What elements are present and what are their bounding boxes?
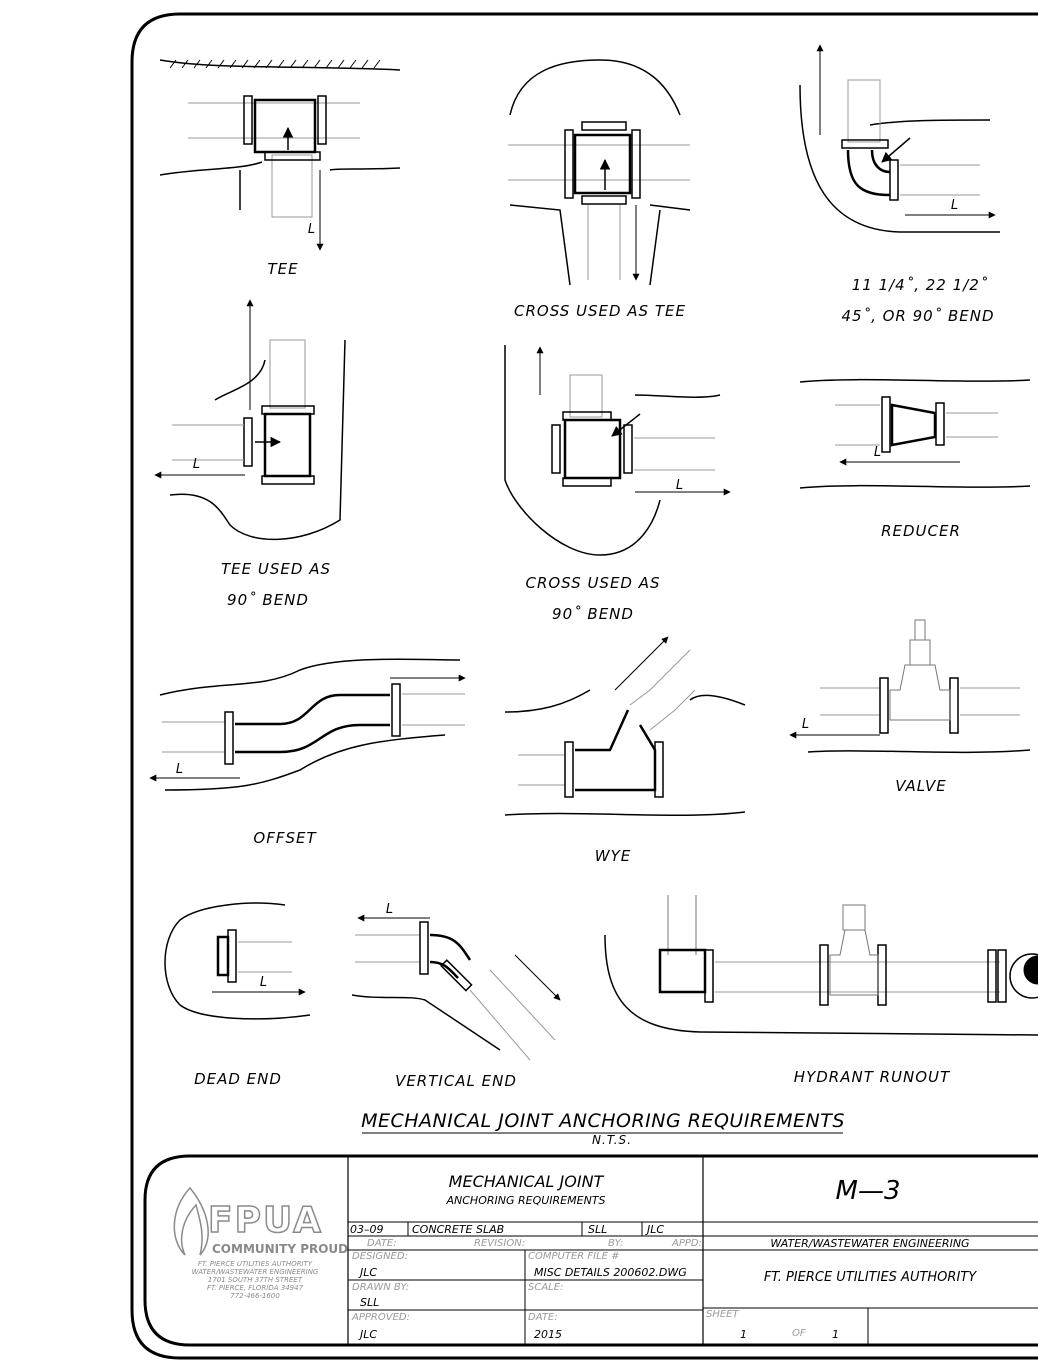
hdr-appd: APPD: xyxy=(672,1238,702,1249)
reducer-detail xyxy=(799,378,1031,489)
valve-detail xyxy=(789,619,1031,754)
date-value: 2015 xyxy=(534,1328,562,1341)
sheet-num: 1 xyxy=(740,1328,747,1341)
approved-value: JLC xyxy=(360,1328,378,1341)
cross-as-tee-detail xyxy=(508,59,691,286)
logo-tagline: COMMUNITY PROUD xyxy=(212,1242,349,1256)
label-dead-end: DEAD END xyxy=(194,1070,282,1088)
rev-appd: JLC xyxy=(647,1223,665,1236)
file-label: COMPUTER FILE # xyxy=(528,1251,620,1262)
file-value: MISC DETAILS 200602.DWG xyxy=(534,1266,687,1279)
label-cross-as-tee: CROSS USED AS TEE xyxy=(514,302,686,320)
tee-detail xyxy=(159,59,401,251)
label-wye: WYE xyxy=(594,847,632,865)
dim-l-dead-end: L xyxy=(259,975,269,990)
of-label: OF xyxy=(792,1328,806,1339)
logo-text: FPUA xyxy=(207,1199,323,1242)
cross-as-bend-detail xyxy=(504,345,731,556)
label-cross-as-bend-line1: CROSS USED AS xyxy=(525,574,661,592)
sheet-label: SHEET xyxy=(706,1309,739,1320)
dim-l-offset: L xyxy=(175,762,185,777)
tee-as-bend-detail xyxy=(154,299,346,541)
scale-note: N.T.S. xyxy=(592,1133,632,1147)
hydrant-runout-detail xyxy=(604,895,1038,1036)
drawing-title-line1: MECHANICAL JOINT xyxy=(448,1172,604,1191)
rev-desc: CONCRETE SLAB xyxy=(412,1223,505,1236)
approved-label: APPROVED: xyxy=(352,1312,410,1323)
rev-date: 03–09 xyxy=(350,1223,384,1236)
label-tee-as-bend-line2: 90˚ BEND xyxy=(227,591,309,609)
dead-end-detail xyxy=(164,902,311,1020)
org-line4: FT. PIERCE, FLORIDA 34947 xyxy=(206,1284,304,1292)
hdr-date: DATE: xyxy=(367,1238,397,1249)
wye-detail xyxy=(504,636,746,816)
label-reducer: REDUCER xyxy=(881,522,961,540)
date-label: DATE: xyxy=(528,1312,558,1323)
dim-l-tee-as-bend: L xyxy=(192,457,202,472)
label-bend-line1: 11 1/4˚, 22 1/2˚ xyxy=(851,276,989,294)
dim-l-bend: L xyxy=(950,198,960,213)
drawn-label: DRAWN BY: xyxy=(352,1282,410,1293)
drawing-title-line2: ANCHORING REQUIREMENTS xyxy=(446,1194,606,1207)
dim-l-tee: L xyxy=(307,222,317,237)
department: WATER/WASTEWATER ENGINEERING xyxy=(770,1237,970,1250)
label-bend-line2: 45˚, OR 90˚ BEND xyxy=(841,307,995,325)
hdr-revision: REVISION: xyxy=(474,1238,526,1249)
label-valve: VALVE xyxy=(895,777,947,795)
vertical-end-detail xyxy=(351,914,561,1061)
org-line3: 1701 SOUTH 37TH STREET xyxy=(207,1276,303,1284)
fpua-logo-mark xyxy=(173,1186,209,1256)
offset-detail xyxy=(149,658,466,791)
scale-label: SCALE: xyxy=(528,1282,564,1293)
org-line2: WATER/WASTEWATER ENGINEERING xyxy=(191,1268,319,1276)
designed-label: DESIGNED: xyxy=(352,1251,408,1262)
sheet-border xyxy=(130,12,1038,1360)
sheet-total: 1 xyxy=(832,1328,839,1341)
label-tee-as-bend-line1: TEE USED AS xyxy=(221,560,331,578)
dim-l-cross-as-bend: L xyxy=(675,478,685,493)
authority: FT. PIERCE UTILITIES AUTHORITY xyxy=(763,1270,977,1285)
drawn-value: SLL xyxy=(360,1296,380,1309)
dim-l-valve: L xyxy=(801,717,811,732)
label-offset: OFFSET xyxy=(253,829,317,847)
label-vertical-end: VERTICAL END xyxy=(395,1072,517,1090)
dim-l-vertical-end: L xyxy=(385,902,395,917)
org-line5: 772-466-1600 xyxy=(230,1292,280,1300)
org-line1: FT. PIERCE UTILITIES AUTHORITY xyxy=(197,1260,313,1268)
hdr-by: BY: xyxy=(608,1238,624,1249)
bend-detail xyxy=(799,44,1000,233)
designed-value: JLC xyxy=(360,1266,378,1279)
title-block xyxy=(143,1154,1038,1347)
rev-by: SLL xyxy=(588,1223,608,1236)
label-hydrant-runout: HYDRANT RUNOUT xyxy=(793,1068,951,1086)
dim-l-reducer: L xyxy=(873,445,883,460)
main-title: MECHANICAL JOINT ANCHORING REQUIREMENTS xyxy=(361,1110,845,1132)
label-cross-as-bend-line2: 90˚ BEND xyxy=(552,605,634,623)
label-tee: TEE xyxy=(267,260,299,278)
drawing-number: M—3 xyxy=(835,1176,901,1206)
